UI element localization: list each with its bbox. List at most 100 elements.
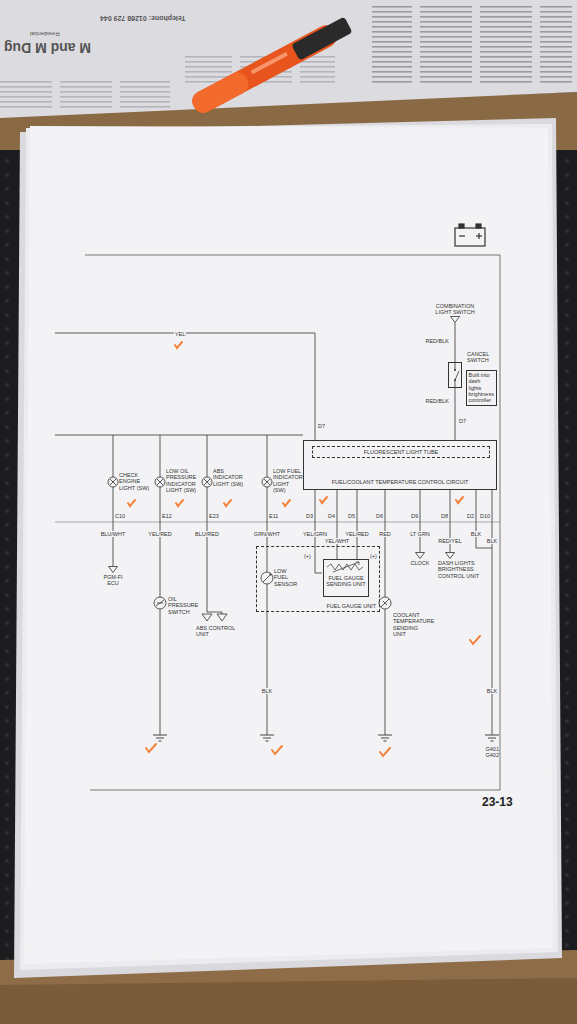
highlighter-ticks <box>146 744 156 752</box>
newspaper-text: Residential <box>30 30 60 37</box>
pin-number: E23 <box>209 513 219 519</box>
newspaper-text: Telephone: 01268 729 044 <box>100 14 185 22</box>
sending-unit-box: FUEL GAUGE SENDING UNIT <box>323 559 369 597</box>
component-label: FUEL/COOLANT TEMPERATURE CONTROL CIRCUIT <box>308 479 492 485</box>
wire-color: BLK <box>470 531 482 537</box>
component-label: ABS CONTROL UNIT <box>196 625 236 638</box>
wire-color: BLK <box>486 538 498 544</box>
wire-color: YEL/GRN <box>302 531 328 537</box>
pin-number: D5 <box>348 513 355 519</box>
connector-triangle <box>451 316 460 322</box>
variable-resistor-symbol <box>327 562 363 572</box>
connector-symbol: PGM-FI ECU <box>101 566 125 587</box>
ground-symbols <box>153 735 167 741</box>
wire-color: YEL/RED <box>147 531 173 537</box>
highlighter-ticks <box>224 500 231 506</box>
sensor-symbols <box>263 574 271 582</box>
component-label: DASH LIGHTS BRIGHTNESS CONTROL UNIT <box>438 560 486 579</box>
component-label: CANCEL SWITCH <box>467 351 495 364</box>
wire-color: RED/BLK <box>425 338 449 344</box>
control-circuit-box: FUEL/COOLANT TEMPERATURE CONTROL CIRCUIT… <box>303 440 497 490</box>
highlighter-ticks <box>175 342 182 348</box>
wire-color: YEL/RED <box>344 531 370 537</box>
connector-triangle <box>108 566 118 573</box>
highlighter-ticks <box>380 748 390 756</box>
wires <box>315 546 322 573</box>
pin-number: D7 <box>318 423 325 429</box>
switch-symbol <box>455 363 459 387</box>
bulb-symbols <box>202 477 212 487</box>
switch-symbol <box>454 369 456 371</box>
paper-stack <box>14 118 562 978</box>
component-label: CLOCK <box>410 560 430 566</box>
component-label: FLUORESCENT LIGHT TUBE <box>316 449 486 455</box>
battery-icon <box>455 224 485 246</box>
wires <box>55 522 500 523</box>
wire-color: BLU/WHT <box>100 531 127 537</box>
light-tube-box: FLUORESCENT LIGHT TUBE <box>312 446 490 458</box>
wire-connector <box>455 388 456 440</box>
variable-resistor-symbol <box>325 561 367 573</box>
note-text: Built into dash lights brightness contro… <box>469 372 495 404</box>
highlighter-ticks <box>320 497 327 503</box>
connector-symbol: CLOCK <box>410 552 430 566</box>
wire-color: LT GRN <box>409 531 431 537</box>
note-box: Built into dash lights brightness contro… <box>466 370 497 406</box>
highlighter-pen <box>251 52 288 74</box>
bulb-symbols <box>204 479 210 485</box>
connector-triangle <box>446 553 455 559</box>
component-label: CHECK ENGINE LIGHT (SW) <box>119 472 153 491</box>
pin-number: C10 <box>115 513 125 519</box>
component-label: LOW FUEL SENSOR <box>274 568 300 587</box>
pin-number: D10 <box>480 513 490 519</box>
highlighter-ticks <box>272 746 282 754</box>
pin-number: E11 <box>269 513 278 519</box>
bulb-symbols <box>262 477 272 487</box>
paper-stack <box>24 126 553 964</box>
highlighter-pen <box>189 69 252 117</box>
battery-icon <box>459 224 464 228</box>
sensor-symbols <box>261 572 273 584</box>
connector-triangle <box>445 552 455 559</box>
component-label: FUEL GAUGE UNIT <box>260 603 376 609</box>
pin-number: D6 <box>376 513 383 519</box>
bulb-symbols <box>157 479 163 485</box>
battery-icon <box>459 235 465 236</box>
wire-connector <box>315 490 316 546</box>
sensor-symbols <box>381 599 389 607</box>
switch-box: CANCEL SWITCH <box>448 362 462 388</box>
switch-symbol <box>454 379 456 381</box>
diagram-frame <box>85 255 500 790</box>
component-label: ABS INDICATOR LIGHT (SW) <box>213 468 249 487</box>
ground-symbols <box>153 735 499 741</box>
newspaper <box>0 0 577 118</box>
pin-number: D8 <box>441 513 448 519</box>
wire-color: BLU/RED <box>194 531 220 537</box>
sensor-symbols <box>217 614 227 621</box>
bulb-symbols <box>108 477 118 487</box>
wires <box>55 435 303 436</box>
wire-color: RED/BLK <box>425 398 449 404</box>
pin-number: D2 <box>467 513 474 519</box>
connector-symbol: DASH LIGHTS BRIGHTNESS CONTROL UNIT <box>438 552 486 579</box>
highlighter-ticks <box>470 636 480 644</box>
diagram-frame <box>85 255 500 790</box>
sensor-symbols <box>202 614 212 621</box>
bulb-symbols <box>264 479 270 485</box>
newspaper-heading: M and M Dug <box>4 40 91 56</box>
bulb-symbols <box>110 479 116 485</box>
highlighter-ticks <box>283 500 290 506</box>
component-label: COMBINATION LIGHT SWITCH <box>433 303 477 316</box>
battery-icon <box>455 228 485 246</box>
wires <box>55 333 500 735</box>
bulb-symbols <box>155 477 165 487</box>
paper-stack <box>14 118 562 978</box>
connector-triangle <box>416 553 425 559</box>
wires <box>113 435 114 566</box>
